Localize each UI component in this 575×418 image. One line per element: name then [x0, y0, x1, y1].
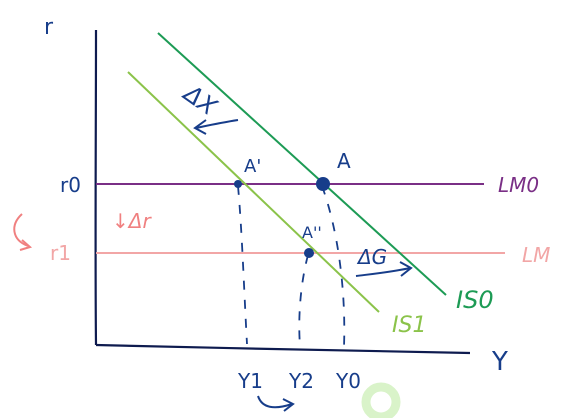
- output-shift-arrowhead: [282, 398, 295, 412]
- lm1-label: LM: [522, 243, 550, 267]
- delta-r-annotation: ↓Δr: [112, 209, 152, 233]
- delta-g-arrowhead: [399, 261, 413, 277]
- dashed-line-y1: [237, 185, 248, 345]
- r1-label: r1: [50, 241, 71, 265]
- point-a-dot: [316, 177, 330, 191]
- point-a-prime-dot: [234, 180, 242, 188]
- lm0-label: LM0: [498, 173, 539, 197]
- point-a-prime-label: A': [244, 156, 261, 177]
- point-a-double-dot: [304, 248, 314, 258]
- dashed-line-y2: [298, 254, 309, 347]
- delta-g-annotation: ΔG: [356, 245, 387, 269]
- horizontal-axis: [95, 343, 471, 355]
- delta-x-arrowhead: [193, 119, 207, 135]
- is1-label: IS1: [392, 313, 426, 338]
- delta-g-underline-arrow: [355, 267, 411, 277]
- y1-label: Y1: [237, 369, 263, 393]
- output-shift-arrow: [257, 395, 293, 409]
- is1-line: [127, 71, 380, 313]
- is0-label: IS0: [456, 286, 494, 314]
- delta-x-arrow: [195, 119, 239, 129]
- rate-down-curved-arrow: [13, 213, 29, 247]
- point-a-label: A: [337, 149, 351, 173]
- y2-label: Y2: [288, 369, 314, 393]
- cursor-highlight-icon: [361, 382, 401, 418]
- y-axis-label: r: [44, 15, 54, 40]
- point-a-double-label: A'': [302, 223, 322, 242]
- is0-line: [157, 32, 447, 296]
- dashed-line-y0: [321, 185, 346, 348]
- y0-label: Y0: [335, 369, 361, 393]
- x-axis-label: Y: [491, 347, 508, 377]
- rate-down-arrowhead: [19, 239, 33, 251]
- r0-label: r0: [60, 173, 81, 197]
